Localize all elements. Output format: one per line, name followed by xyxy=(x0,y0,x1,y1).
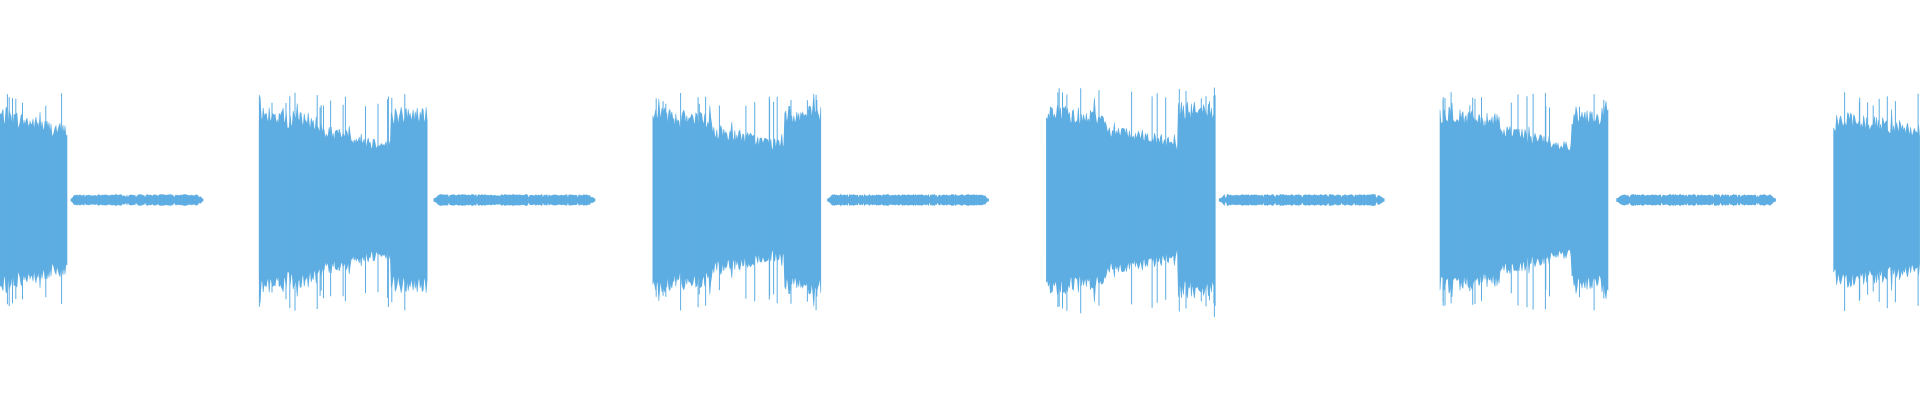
audio-tone xyxy=(1218,193,1385,207)
audio-burst xyxy=(1833,92,1920,312)
waveform-envelope xyxy=(70,193,204,207)
audio-burst xyxy=(0,93,68,307)
waveform-envelope xyxy=(1439,101,1609,299)
waveform-envelope xyxy=(1218,193,1385,207)
audio-tone xyxy=(70,193,204,207)
audio-burst xyxy=(1439,92,1609,311)
waveform-envelope xyxy=(1833,109,1920,291)
waveform xyxy=(0,87,1920,317)
audio-tone xyxy=(1616,193,1776,207)
audio-burst xyxy=(1046,87,1216,317)
audio-burst xyxy=(652,93,822,311)
waveform-envelope xyxy=(0,107,68,293)
audio-tone xyxy=(433,193,596,207)
audio-burst xyxy=(258,92,428,311)
waveform-envelope xyxy=(652,93,822,307)
waveform-envelope xyxy=(433,193,596,207)
audio-tone xyxy=(827,193,989,207)
waveform-envelope xyxy=(1616,193,1776,207)
waveform-envelope xyxy=(1046,97,1215,303)
waveform-envelope xyxy=(827,193,989,207)
